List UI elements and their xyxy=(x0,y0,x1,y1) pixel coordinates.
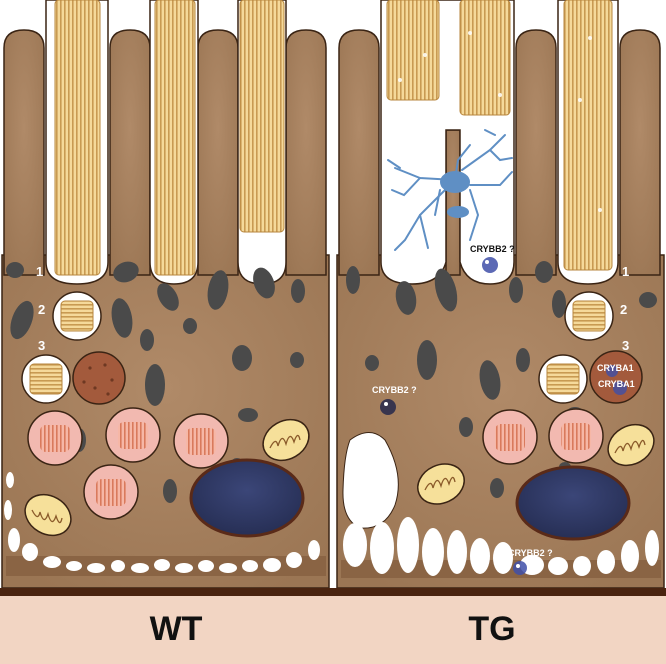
marker-2-wt: 2 xyxy=(38,302,45,317)
vacuole-large-tg xyxy=(342,432,399,529)
panel-label-wt: WT xyxy=(149,610,203,648)
nucleus-tg xyxy=(515,465,631,541)
annotation-crybb2-basal: CRYBB2 ? xyxy=(508,548,553,558)
marker-3-tg: 3 xyxy=(622,338,629,353)
microvilli-wt xyxy=(3,29,327,276)
panel-wt: 1 2 3 xyxy=(1,0,330,589)
marker-1-tg: 1 xyxy=(622,264,629,279)
annotation-cryba1-1: CRYBA1 xyxy=(597,363,634,373)
annotation-crybb2-cytoplasm: CRYBB2 ? xyxy=(372,385,417,395)
mitochondria-wt xyxy=(24,418,310,537)
crybb2-aggregate-subretinal xyxy=(482,257,498,273)
phagolysosomes-wt xyxy=(27,407,229,520)
panel-divider xyxy=(330,0,336,596)
base-layer xyxy=(0,596,666,664)
mitochondria-tg xyxy=(417,423,655,505)
outer-segments-wt xyxy=(45,0,287,285)
outer-segments-tg xyxy=(386,0,613,271)
phagosome-rings-tg xyxy=(538,291,614,404)
melanosomes-wt xyxy=(6,261,305,503)
marker-2-tg: 2 xyxy=(620,302,627,317)
crybb2-aggregate-basal xyxy=(513,561,527,575)
panel-tg: CRYBB2 ? xyxy=(336,0,665,589)
bruch-membrane xyxy=(0,588,666,596)
annotation-crybb2-subretinal: CRYBB2 ? xyxy=(470,244,515,254)
microglia-cell xyxy=(387,129,513,251)
basal-infoldings-tg xyxy=(341,517,661,578)
crybb2-aggregate-cytoplasm xyxy=(380,399,396,415)
lysosome-tg xyxy=(589,350,643,404)
marker-1-wt: 1 xyxy=(36,264,43,279)
panel-label-tg: TG xyxy=(468,610,516,648)
microvilli-tg xyxy=(338,29,661,276)
lysosome-wt xyxy=(72,351,126,405)
basal-infoldings-wt xyxy=(4,472,326,576)
phagosome-rings-wt xyxy=(21,291,102,404)
annotation-cryba1-2: CRYBA1 xyxy=(598,379,635,389)
nucleus-wt xyxy=(189,458,305,538)
marker-3-wt: 3 xyxy=(38,338,45,353)
phagolysosomes-tg xyxy=(482,408,604,465)
